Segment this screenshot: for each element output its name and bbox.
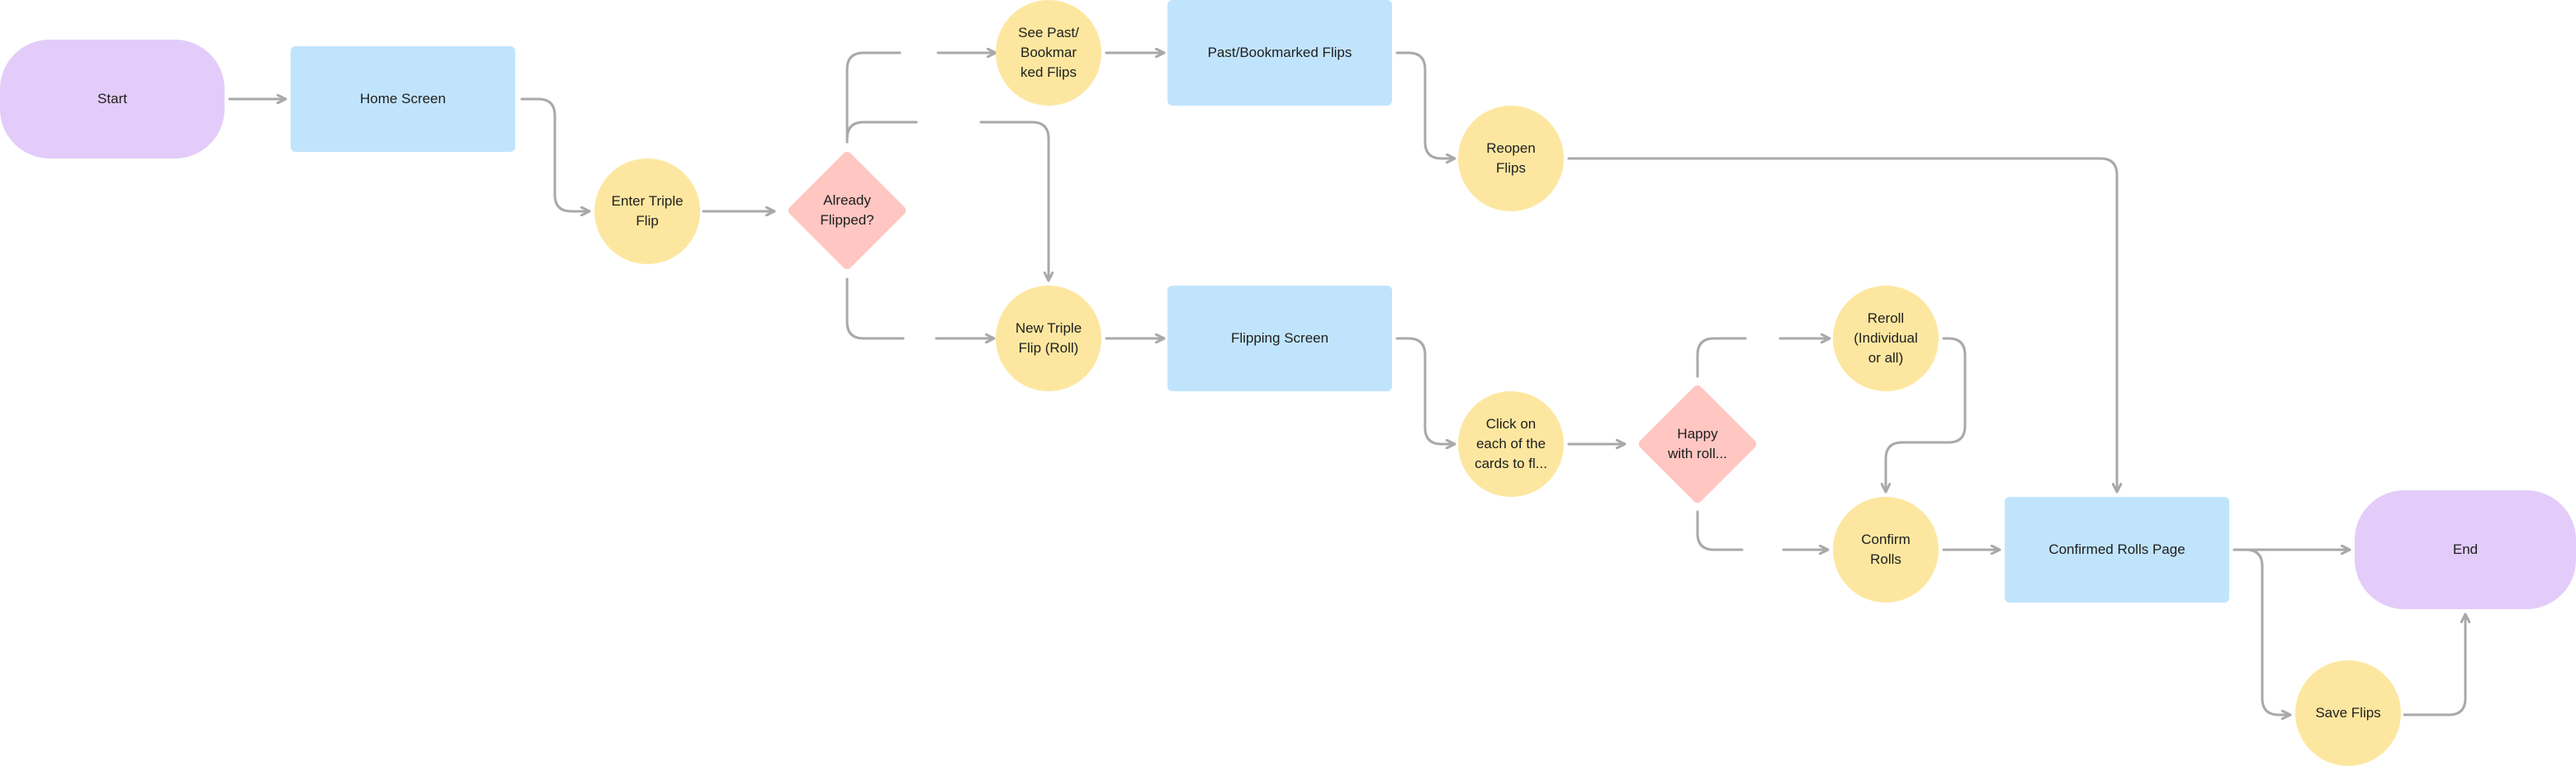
flipping-screen-label: Flipping Screen [1230,330,1329,346]
end-node[interactable]: End [2355,490,2576,609]
confirmed-rolls-page-node[interactable]: Confirmed Rolls Page [2005,497,2229,603]
edge-decision-seepast [845,53,996,144]
confirm-rolls-label: Confirm Rolls [1861,532,1911,567]
reopen-flips-node[interactable]: Reopen Flips [1458,106,1564,211]
confirmed-rolls-page-label: Confirmed Rolls Page [2048,541,2185,557]
new-triple-flip-node[interactable]: New Triple Flip (Roll) [996,286,1101,391]
edge-confirmedpage-save [2233,548,2292,715]
edge-happy-reroll [1696,338,1830,378]
start-node[interactable]: Start [0,40,225,158]
already-flipped-label: Already Flipped? [820,192,874,228]
home-screen-node[interactable]: Home Screen [291,46,515,152]
enter-triple-flip-label: Enter Triple Flip [611,193,684,229]
reroll-label: Reroll (Individual or all) [1854,310,1918,366]
reopen-flips-label: Reopen Flips [1486,140,1536,176]
edge-reopen-confirmedpage [1567,157,2117,494]
end-node-label: End [2452,541,2479,557]
edge-home-enter [520,97,591,211]
happy-with-roll-label: Happy with roll... [1668,426,1727,461]
edge-flipping-click [1395,337,1456,444]
edge-save-end [2403,612,2465,716]
edge-reroll-confirm [1886,337,1967,494]
edge-decision-newflip [845,277,994,338]
home-screen-label: Home Screen [360,91,446,106]
see-past-bookmarked-node[interactable]: See Past/ Bookmar ked Flips [996,0,1101,106]
happy-with-roll-decision[interactable]: Happy with roll... [1630,376,1765,512]
start-node-label: Start [97,91,127,106]
past-bookmarked-flips-node[interactable]: Past/Bookmarked Flips [1167,0,1392,106]
save-flips-node[interactable]: Save Flips [2295,660,2401,766]
enter-triple-flip-node[interactable]: Enter Triple Flip [594,158,700,264]
edge-decision-newflip-mid [845,121,1049,281]
see-past-bookmarked-label: See Past/ Bookmar ked Flips [1018,25,1079,80]
reroll-node[interactable]: Reroll (Individual or all) [1833,286,1939,391]
past-bookmarked-flips-label: Past/Bookmarked Flips [1207,45,1352,60]
confirm-rolls-node[interactable]: Confirm Rolls [1833,497,1939,603]
click-cards-node[interactable]: Click on each of the cards to fl... [1458,391,1564,497]
flipping-screen-node[interactable]: Flipping Screen [1167,286,1392,391]
edge-pastflips-reopen [1395,51,1456,158]
edge-happy-confirm [1696,510,1828,550]
new-triple-flip-label: New Triple Flip (Roll) [1015,320,1082,356]
save-flips-label: Save Flips [2315,705,2381,721]
click-cards-label: Click on each of the cards to fl... [1475,416,1547,471]
already-flipped-decision[interactable]: Already Flipped? [779,142,915,279]
